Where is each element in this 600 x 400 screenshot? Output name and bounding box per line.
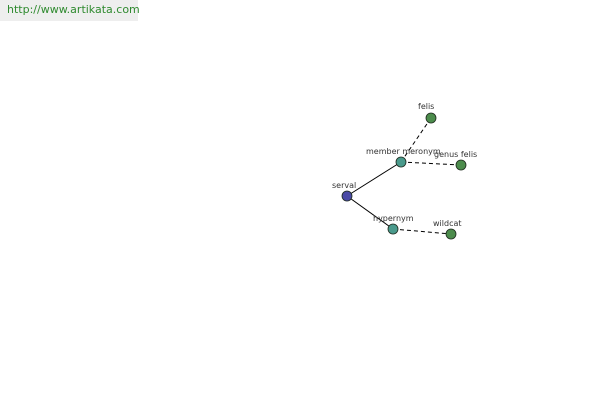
node-wildcat[interactable] xyxy=(445,228,457,240)
edge-member-meronym-to-felis xyxy=(400,117,432,163)
node-label-member-meronym: member meronym xyxy=(366,147,441,156)
node-label-serval: serval xyxy=(332,181,356,190)
node-member-meronym[interactable] xyxy=(395,156,407,168)
site-url-link[interactable]: http://www.artikata.com xyxy=(7,3,140,16)
node-label-felis: felis xyxy=(418,102,434,111)
node-label-wildcat: wildcat xyxy=(433,219,462,228)
edges-layer xyxy=(346,117,462,235)
edge-serval-to-member-meronym xyxy=(346,161,402,197)
node-hypernym[interactable] xyxy=(387,223,399,235)
edge-serval-to-hypernym xyxy=(346,195,394,230)
node-label-hypernym: hypernym xyxy=(373,214,414,223)
edge-hypernym-to-wildcat xyxy=(392,228,452,235)
node-genus-felis[interactable] xyxy=(455,159,467,171)
url-bar: http://www.artikata.com xyxy=(0,0,140,21)
node-felis[interactable] xyxy=(425,112,437,124)
node-label-genus-felis: genus felis xyxy=(434,150,477,159)
nodes-layer: serval member meronym hypernym felis genus f… xyxy=(332,102,477,240)
node-serval[interactable] xyxy=(341,190,353,202)
edge-member-meronym-to-genus-felis xyxy=(400,161,462,166)
